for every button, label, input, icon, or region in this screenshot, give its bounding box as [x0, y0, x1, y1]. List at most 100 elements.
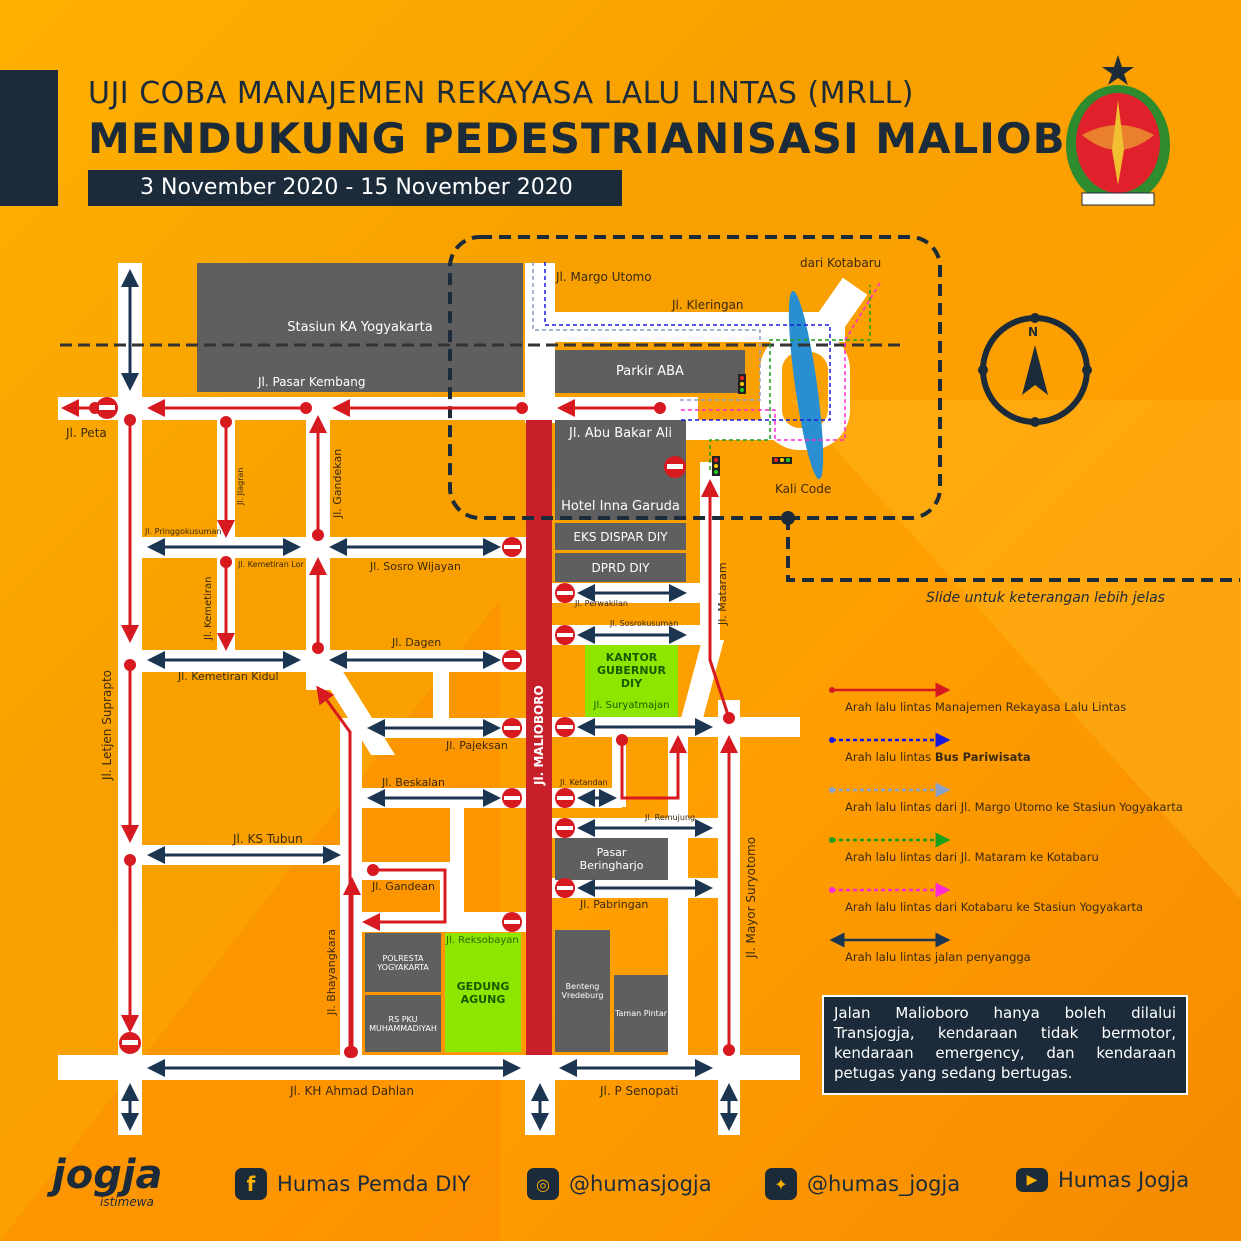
no-entry-sign: [555, 788, 575, 808]
label-inna-garuda: Hotel Inna Garuda: [561, 499, 680, 514]
label-gandean: Jl. Gandean: [372, 880, 435, 893]
no-entry-sign: [502, 788, 522, 808]
label-sosro-wijayan: Jl. Sosro Wijayan: [370, 560, 461, 573]
legend-arrow-mrll: [829, 682, 951, 698]
youtube-icon: ▶: [1016, 1168, 1048, 1192]
no-entry-sign: [555, 583, 575, 603]
label-reksobayan: Jl. Reksobayan: [446, 935, 519, 946]
label-pasar-kembang: Jl. Pasar Kembang: [258, 375, 366, 389]
traffic-light-icon: [772, 457, 792, 464]
label-jlagran: Jl. Jlagran: [236, 467, 245, 506]
kotabaru-stasiun-route: [680, 282, 881, 441]
info-box: Jalan Malioboro hanya boleh dilalui Tran…: [822, 995, 1188, 1095]
mrll-arrow: [362, 864, 447, 931]
label-ks-tubun: Jl. KS Tubun: [233, 832, 303, 846]
legend-item: Arah lalu lintas Manajemen Rekayasa Lalu…: [845, 700, 1127, 714]
no-entry-signs: [96, 397, 686, 1054]
tour-bus-route: [544, 262, 831, 421]
building-benteng-vredeburg: Benteng Vredeburg: [555, 930, 610, 1052]
label-mayor-suryotomo: Jl. Mayor Suryotomo: [744, 836, 758, 958]
legend-arrow-kotabaru: [829, 882, 951, 898]
label-letjen-suprapto: Jl. Letjen Suprapto: [100, 670, 114, 780]
label-gandekan: Jl. Gandekan: [331, 448, 344, 518]
building-dprd: DPRD DIY: [555, 553, 686, 582]
twitter-icon: ✦: [765, 1168, 797, 1200]
facebook-icon: f: [235, 1168, 267, 1200]
header-accent-bar: [0, 70, 58, 206]
label-abu-bakar-ali: Jl. Abu Bakar Ali: [569, 426, 672, 441]
label-kali-code: Kali Code: [775, 482, 832, 496]
building-inna-garuda: Jl. Abu Bakar Ali Hotel Inna Garuda: [555, 420, 686, 520]
no-entry-sign: [664, 456, 686, 478]
label-dagen: Jl. Dagen: [392, 636, 442, 649]
building-polresta: POLRESTA YOGYAKARTA: [365, 933, 441, 992]
margo-utomo-route: [532, 262, 761, 401]
label-peta: Jl. Peta: [66, 426, 107, 440]
legend-item: Arah lalu lintas dari Jl. Margo Utomo ke…: [845, 800, 1183, 814]
building-stasiun: Stasiun KA Yogyakarta: [197, 263, 523, 392]
label-kleringan: Jl. Kleringan: [672, 298, 744, 312]
no-entry-sign: [555, 717, 575, 737]
twitter-link[interactable]: ✦@humas_jogja: [765, 1168, 960, 1200]
jogja-istimewa-logo: jogja istimewa: [52, 1152, 163, 1209]
zoom-area-dashed-box: [448, 235, 942, 520]
no-entry-sign: [502, 912, 522, 932]
legend-item: Arah lalu lintas Bus Pariwisata: [845, 750, 1031, 764]
legend-arrows: [829, 682, 951, 948]
building-parkir-aba: Parkir ABA: [555, 350, 745, 393]
label-kh-ahmad-dahlan: Jl. KH Ahmad Dahlan: [290, 1084, 414, 1098]
label-kemetiran-lor: Jl. Kemetiran Lor: [238, 560, 304, 569]
legend-arrow-margo: [829, 782, 951, 798]
slide-pointer-dot: [781, 511, 795, 525]
instagram-icon: ◎: [527, 1168, 559, 1200]
youtube-link[interactable]: ▶Humas Jogja: [1016, 1168, 1189, 1192]
building-eks-dispar: EKS DISPAR DIY: [555, 523, 686, 550]
label-beskalan: Jl. Beskalan: [382, 776, 446, 789]
mrll-arrow: [616, 734, 687, 800]
road-connector: [433, 660, 449, 720]
bg-shape: [791, 400, 1241, 900]
legend-item: Arah lalu lintas dari Kotabaru ke Stasiu…: [845, 900, 1144, 914]
slide-note: Slide untuk keterangan lebih jelas: [926, 590, 1165, 606]
instagram-link[interactable]: ◎@humasjogja: [527, 1168, 712, 1200]
no-entry-sign: [119, 1032, 141, 1054]
building-pasar-beringharjo: Pasar Beringharjo: [555, 838, 668, 880]
mrll-arrow: [701, 479, 735, 724]
label-suryatmajan: Jl. Suryatmajan: [593, 700, 670, 711]
label-margo-utomo: Jl. Margo Utomo: [556, 270, 652, 284]
legend-arrow-bus: [829, 732, 951, 748]
label-sosrokusuman: Jl. Sosrokusuman: [610, 619, 679, 628]
date-range: 3 November 2020 - 15 November 2020: [88, 170, 622, 206]
label-remujung: Jl. Remujung: [645, 813, 696, 822]
label-kotabaru: dari Kotabaru: [800, 256, 882, 270]
building-taman-pintar: Taman Pintar: [614, 975, 668, 1052]
label-bhayangkara: Jl. Bhayangkara: [325, 929, 338, 1015]
road-margo-utomo: [525, 263, 555, 423]
mataram-kotabaru-route: [709, 285, 871, 470]
road-abu-bakar: [686, 420, 776, 440]
no-entry-sign: [555, 625, 575, 645]
label-kemetiran: Jl. Kemetiran: [203, 576, 214, 640]
no-entry-sign: [555, 818, 575, 838]
legend-arrow-mataram: [829, 832, 951, 848]
no-entry-sign: [502, 718, 522, 738]
traffic-light-icon: [712, 456, 720, 476]
label-kantor-gubernur: KANTOR GUBERNUR DIY: [597, 651, 666, 690]
traffic-light-icon: [738, 374, 746, 394]
label-mataram: Jl. Mataram: [716, 562, 729, 625]
no-entry-sign: [96, 397, 118, 419]
label-pabringan: Jl. Pabringan: [580, 898, 649, 911]
slide-pointer-line: [786, 518, 1240, 582]
label-kemetiran-kidul: Jl. Kemetiran Kidul: [178, 670, 279, 683]
label-p-senopati: Jl. P Senopati: [600, 1084, 679, 1098]
page-title: MENDUKUNG PEDESTRIANISASI MALIOBORO: [88, 114, 1173, 163]
compass-icon: [978, 313, 1092, 427]
building-gedung-agung: GEDUNG AGUNG: [445, 933, 521, 1052]
no-entry-sign: [502, 537, 522, 557]
no-entry-sign: [502, 650, 522, 670]
no-entry-sign: [555, 878, 575, 898]
emblem-logo: [1062, 55, 1174, 210]
label-malioboro: Jl. MALIOBORO: [532, 685, 546, 785]
